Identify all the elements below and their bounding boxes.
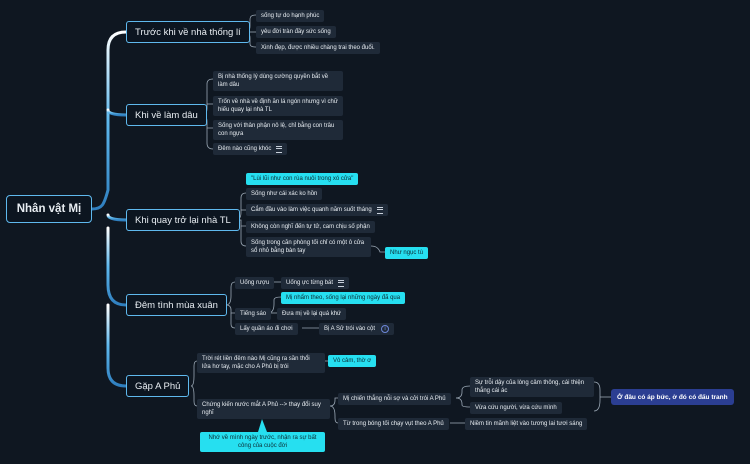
t5-callout-vo-cam[interactable]: Vô cảm, thờ ơ — [328, 355, 377, 367]
t2-item-4[interactable]: Đêm nào cũng khóc — [213, 143, 288, 155]
t2-item-1[interactable]: Bị nhà thống lý dùng cường quyền bắt về … — [213, 71, 343, 91]
t3-item-3[interactable]: Không còn nghĩ đến tự tử, cam chịu số ph… — [246, 221, 375, 233]
t5-chung-kien[interactable]: Chứng kiến nước mắt A Phủ --> thay đổi s… — [197, 399, 330, 419]
t5-chien-thang[interactable]: Mị chiến thắng nỗi sợ và cởi trói A Phủ — [338, 393, 451, 405]
t4-bi-troi[interactable]: Bị A Sử trói vào cột i — [319, 323, 395, 335]
t5-su-troi-day[interactable]: Sự trỗi dậy của lòng cảm thông, cái thiệ… — [470, 377, 594, 397]
info-icon: i — [381, 325, 390, 333]
topic-dem-tinh-mua-xuan[interactable]: Đêm tình mùa xuân — [126, 294, 227, 316]
t5-tu-trong[interactable]: Từ trong bóng tối chạy vụt theo A Phủ — [338, 418, 449, 430]
callout-pointer — [258, 419, 267, 432]
t4-callout-nham-theo[interactable]: Mị nhẩm theo, sống lại những ngày đã qua — [281, 292, 406, 304]
main-branches — [90, 30, 128, 388]
note-icon — [276, 145, 283, 153]
t4-uong-uc[interactable]: Uống ực từng bát — [281, 277, 350, 289]
note-icon — [376, 206, 383, 214]
t5-vua-cuu[interactable]: Vừa cứu người, vừa cứu mình — [470, 402, 562, 414]
t3-item-2[interactable]: Cắm đầu vào làm việc quanh năm suốt thán… — [246, 204, 388, 216]
t3-callout-prison[interactable]: Như ngục tù — [385, 247, 429, 259]
t1-item-3[interactable]: Xinh đẹp, được nhiều chàng trai theo đuổ… — [256, 42, 380, 54]
t3-item-4[interactable]: Sống trong căn phòng tối chỉ có một ô cử… — [246, 237, 371, 257]
t2-item-2[interactable]: Trốn về nhà về định ăn lá ngón nhưng vì … — [213, 96, 343, 116]
t4-uong-ruou[interactable]: Uống rượu — [235, 277, 275, 289]
t5-niem-tin[interactable]: Niềm tin mãnh liệt vào tương lai tươi sá… — [465, 418, 588, 430]
t4-uong-uc-label: Uống ực từng bát — [286, 280, 334, 286]
root-topic[interactable]: Nhân vật Mị — [6, 195, 92, 223]
topic-khi-quay-tro-lai[interactable]: Khi quay trở lại nhà TL — [126, 209, 240, 231]
note-icon — [338, 279, 345, 287]
t4-bi-troi-label: Bị A Sử trói vào cột — [324, 326, 376, 332]
t5-callout-nho-ve[interactable]: Nhớ về mình ngày trước, nhận ra sự bất c… — [200, 432, 325, 452]
t5-troi-ret[interactable]: Trời rét liền đêm nào Mị cũng ra sần thổ… — [197, 353, 325, 373]
t4-lay-quan[interactable]: Lấy quần áo đi chơi — [235, 323, 298, 335]
summary-node[interactable]: Ở đâu có áp bức, ở đó có đấu tranh — [611, 389, 734, 405]
topic-truoc-khi-ve[interactable]: Trước khi về nhà thống lí — [126, 21, 250, 43]
t3-item-1[interactable]: Sống như cái xác ko hồn — [246, 188, 323, 200]
t1-item-2[interactable]: yêu đời tràn đầy sức sống — [256, 26, 336, 38]
t4-dua-mi[interactable]: Đưa mị về lại quá khứ — [277, 308, 347, 320]
t4-tieng-sao[interactable]: Tiếng sáo — [235, 308, 272, 320]
topic-gap-a-phu[interactable]: Gặp A Phủ — [126, 375, 190, 397]
t3-item-2-label: Cắm đầu vào làm việc quanh năm suốt thán… — [251, 207, 372, 213]
t1-item-1[interactable]: sống tự do hạnh phúc — [256, 10, 325, 22]
t2-item-4-label: Đêm nào cũng khóc — [218, 146, 272, 152]
t2-item-3[interactable]: Sống với thân phận nô lệ, chỉ bằng con t… — [213, 120, 343, 140]
t3-callout-quote[interactable]: "Lùi lũi như con rùa nuôi trong xó cửa" — [246, 173, 359, 185]
topic-khi-ve-lam-dau[interactable]: Khi về làm dâu — [126, 104, 207, 126]
